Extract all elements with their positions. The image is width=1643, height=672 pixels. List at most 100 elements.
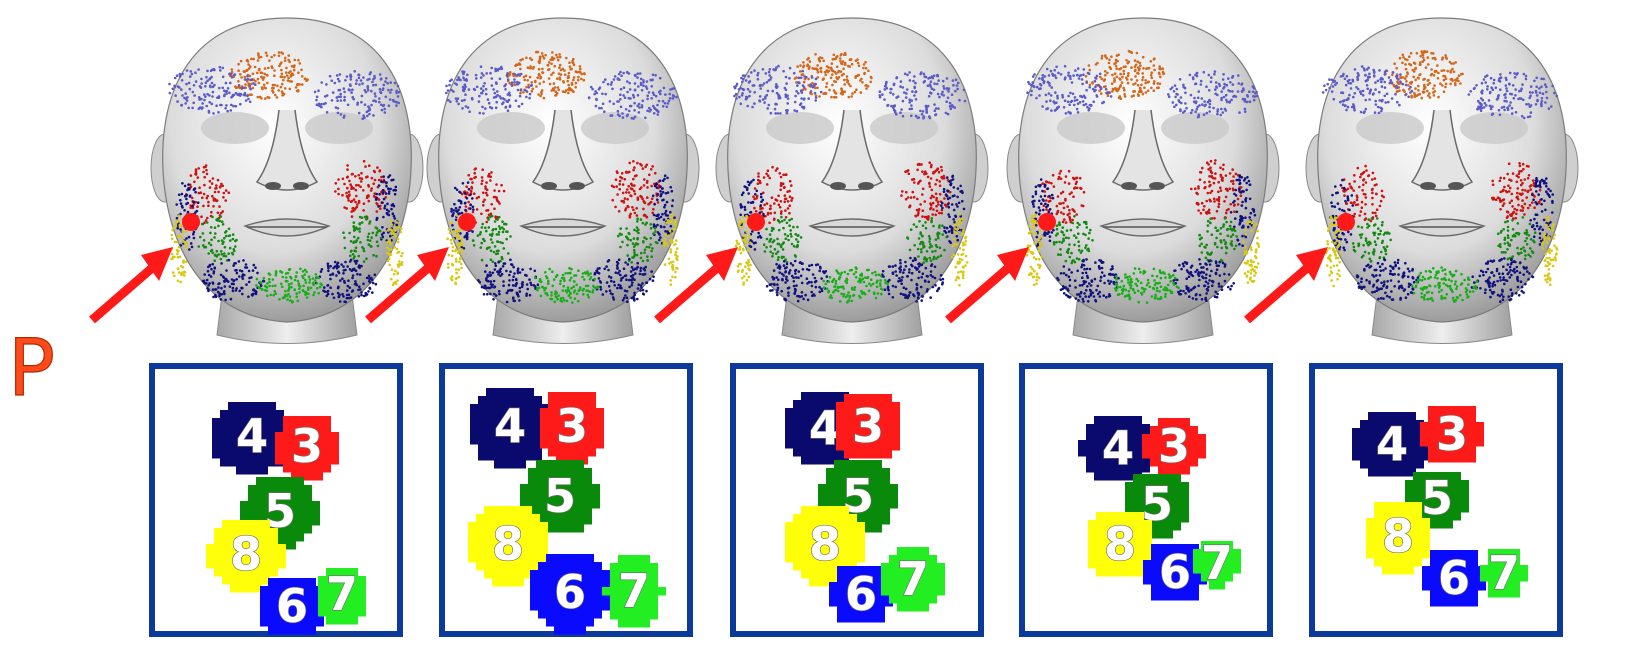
left-nostril <box>1420 182 1436 190</box>
face-render-5 <box>1244 17 1579 344</box>
right-eye <box>581 112 649 144</box>
left-cheek-red-dots <box>185 164 231 224</box>
landmark-marker <box>1038 213 1056 231</box>
forehead-center-dots <box>793 51 873 99</box>
right-jaw-navy-dots <box>651 174 676 245</box>
right-nostril <box>293 182 309 190</box>
region-6-label: 6 <box>1159 545 1191 599</box>
region-8-blob <box>785 506 865 587</box>
left-eye <box>1356 112 1424 144</box>
region-7-label: 7 <box>326 567 358 621</box>
region-8-label: 8 <box>1104 517 1136 571</box>
left-nostril <box>1121 182 1137 190</box>
region-6-blob <box>1422 550 1486 607</box>
left-nostril <box>541 182 557 190</box>
nose <box>531 109 595 191</box>
right-eye <box>305 112 373 144</box>
left-eye <box>766 112 834 144</box>
region-8-label: 8 <box>230 527 262 581</box>
region-3-blob <box>275 416 339 481</box>
left-cheek-green-dots <box>471 214 512 264</box>
right-eye <box>1460 112 1528 144</box>
chin-right-navy-dots <box>881 256 945 303</box>
left-cheek-green-dots <box>1052 215 1094 265</box>
pointer-arrow-shaft <box>365 258 438 324</box>
right-cheek-red-dots <box>900 161 952 221</box>
nose <box>1111 109 1175 191</box>
region-5-blob <box>1405 472 1469 529</box>
landmark-marker <box>182 213 200 231</box>
pointer-arrow-shaft <box>654 258 727 324</box>
pointer-arrow-shaft <box>1244 258 1317 324</box>
region-8-label: 8 <box>1382 509 1414 563</box>
right-jaw-navy-dots <box>939 174 966 244</box>
region-6-blob <box>260 578 324 635</box>
left-jaw-yellow-dots <box>170 214 189 284</box>
region-4-blob <box>785 392 865 465</box>
face-render-3 <box>654 17 989 344</box>
region-3-label: 3 <box>1436 407 1468 461</box>
region-5-blob <box>520 460 600 533</box>
landmark-marker <box>747 213 765 231</box>
chin-green-dots <box>1411 266 1479 304</box>
side-label: P <box>8 324 55 414</box>
chin-green-dots <box>533 266 600 304</box>
forehead-right-dots <box>587 70 678 120</box>
region-6-label: 6 <box>845 567 877 621</box>
left-jaw-yellow-dots <box>1025 213 1044 287</box>
face-renders <box>89 17 1579 344</box>
left-jaw-yellow-dots <box>1324 215 1342 288</box>
right-jaw-navy-dots <box>1229 174 1257 247</box>
region-5-label: 5 <box>1421 471 1453 525</box>
region-7-label: 7 <box>1201 536 1233 590</box>
chin-right-navy-dots <box>592 257 655 304</box>
forehead-left-dots <box>1026 64 1113 115</box>
left-nostril <box>830 182 846 190</box>
region-5-blob <box>1125 474 1189 539</box>
right-cheek-red-dots <box>610 160 664 219</box>
right-eye <box>870 112 938 144</box>
forehead-right-dots <box>1467 71 1559 120</box>
chin-right-navy-dots <box>1470 257 1535 303</box>
face-render-2 <box>365 17 700 344</box>
left-eye <box>477 112 545 144</box>
region-6-label: 6 <box>1438 551 1470 605</box>
forehead-left-dots <box>1321 65 1414 115</box>
right-jaw-yellow-dots <box>385 219 404 287</box>
left-cheek-red-dots <box>1041 169 1086 224</box>
region-7-blob <box>318 568 366 625</box>
region-8-blob <box>1366 502 1430 575</box>
region-8-blob <box>1088 512 1152 577</box>
pointer-arrow-shaft <box>945 258 1018 324</box>
forehead-left-dots <box>733 64 823 115</box>
chin-left-navy-dots <box>201 258 266 302</box>
chin-left-navy-dots <box>1355 258 1420 301</box>
region-7-blob <box>881 547 945 612</box>
region-4-blob <box>1352 412 1432 477</box>
pointer-arrow-head <box>417 247 449 281</box>
region-4-label: 4 <box>236 409 268 463</box>
region-6-label: 6 <box>554 565 586 619</box>
pointer-arrow-shaft <box>89 258 162 324</box>
nose <box>820 109 884 191</box>
left-cheek-green-dots <box>197 215 238 263</box>
left-nostril <box>265 182 281 190</box>
chin-right-navy-dots <box>1172 258 1235 303</box>
right-jaw-yellow-dots <box>662 213 679 286</box>
region-8-blob <box>468 506 548 587</box>
region-7-label: 7 <box>618 564 650 618</box>
chin-green-dots <box>255 267 324 304</box>
left-eye <box>201 112 269 144</box>
region-6-label: 6 <box>276 579 308 633</box>
left-cheek-green-dots <box>762 215 803 264</box>
region-3-blob <box>836 394 900 459</box>
left-eye <box>1057 112 1125 144</box>
region-5-label: 5 <box>544 469 576 523</box>
region-3-label: 3 <box>852 399 884 453</box>
region-3-blob <box>1142 418 1206 475</box>
left-cheek-red-dots <box>752 165 794 225</box>
